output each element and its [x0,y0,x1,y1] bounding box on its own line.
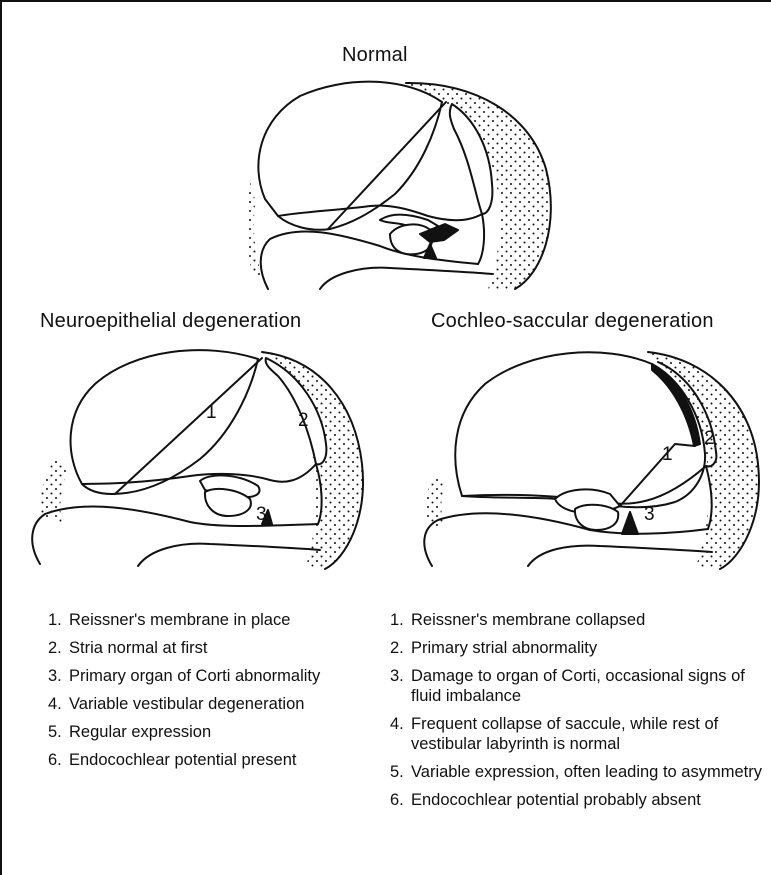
spiral-ligament-dotted [262,352,363,569]
list-item: 3. Damage to organ of Corti, occasional s… [390,666,770,706]
list-text: Endocochlear potential present [69,751,297,769]
scala-vestibuli [71,350,258,494]
list-text: Variable expression, often leading to as… [411,763,762,781]
list-item: 4. Variable vestibular degeneration [48,694,378,714]
list-number: 4. [48,694,62,714]
list-text: Regular expression [69,723,211,741]
list-number: 6. [48,750,62,770]
list-number: 5. [390,762,404,782]
list-number: 2. [390,638,404,658]
list-number: 3. [48,666,62,686]
label-2: 2 [704,428,715,449]
list-item: 5. Variable expression, often leading to … [390,762,770,782]
list-item: 1. Reissner's membrane collapsed [390,610,770,630]
list-item: 5. Regular expression [48,722,378,742]
list-number: 1. [48,610,62,630]
label-3: 3 [644,504,655,525]
modiolus-bottom [528,546,712,566]
list-text: Variable vestibular degeneration [69,695,304,713]
title-neuroepithelial: Neuroepithelial degeneration [40,310,301,333]
neuroepithelial-features-list: 1. Reissner's membrane in place 2. Stria n… [48,610,378,778]
diagram-cochleo-saccular: 1 2 3 [390,334,771,574]
list-item: 6. Endocochlear potential present [48,750,378,770]
list-number: 1. [390,610,404,630]
list-item: 4. Frequent collapse of saccule, while re… [390,714,770,754]
list-text: Damage to organ of Corti, occasional sig… [411,667,745,705]
list-item: 2. Stria normal at first [48,638,378,658]
list-number: 2. [48,638,62,658]
list-item: 6. Endocochlear potential probably absent [390,790,770,810]
list-item: 1. Reissner's membrane in place [48,610,378,630]
organ-of-corti [575,505,618,530]
cochleo-saccular-features-list: 1. Reissner's membrane collapsed 2. Primar… [390,610,770,818]
list-text: Endocochlear potential probably absent [411,791,701,809]
label-1: 1 [662,444,673,465]
list-text: Reissner's membrane in place [69,611,290,629]
list-text: Stria normal at first [69,639,207,657]
modiolus-bottom [138,544,320,566]
list-number: 6. [390,790,404,810]
title-normal: Normal [342,44,408,67]
basilar-pillar [622,512,638,534]
label-2: 2 [298,410,309,431]
list-text: Frequent collapse of saccule, while rest… [411,715,718,753]
list-text: Primary organ of Corti abnormality [69,667,320,685]
title-cochleo-saccular: Cochleo-saccular degeneration [431,310,714,333]
list-number: 3. [390,666,404,686]
diagram-neuroepithelial: 1 2 3 [0,334,380,574]
list-number: 5. [48,722,62,742]
list-text: Primary strial abnormality [411,639,597,657]
list-item: 2. Primary strial abnormality [390,638,770,658]
modiolus-bottom [320,268,492,289]
list-number: 4. [390,714,404,734]
diagram-normal [230,74,570,304]
scala-tympani-outline [32,506,318,564]
label-1: 1 [206,402,217,423]
list-text: Reissner's membrane collapsed [411,611,645,629]
scala-tympani-outline [424,513,708,566]
label-3: 3 [256,504,267,525]
list-item: 3. Primary organ of Corti abnormality [48,666,378,686]
